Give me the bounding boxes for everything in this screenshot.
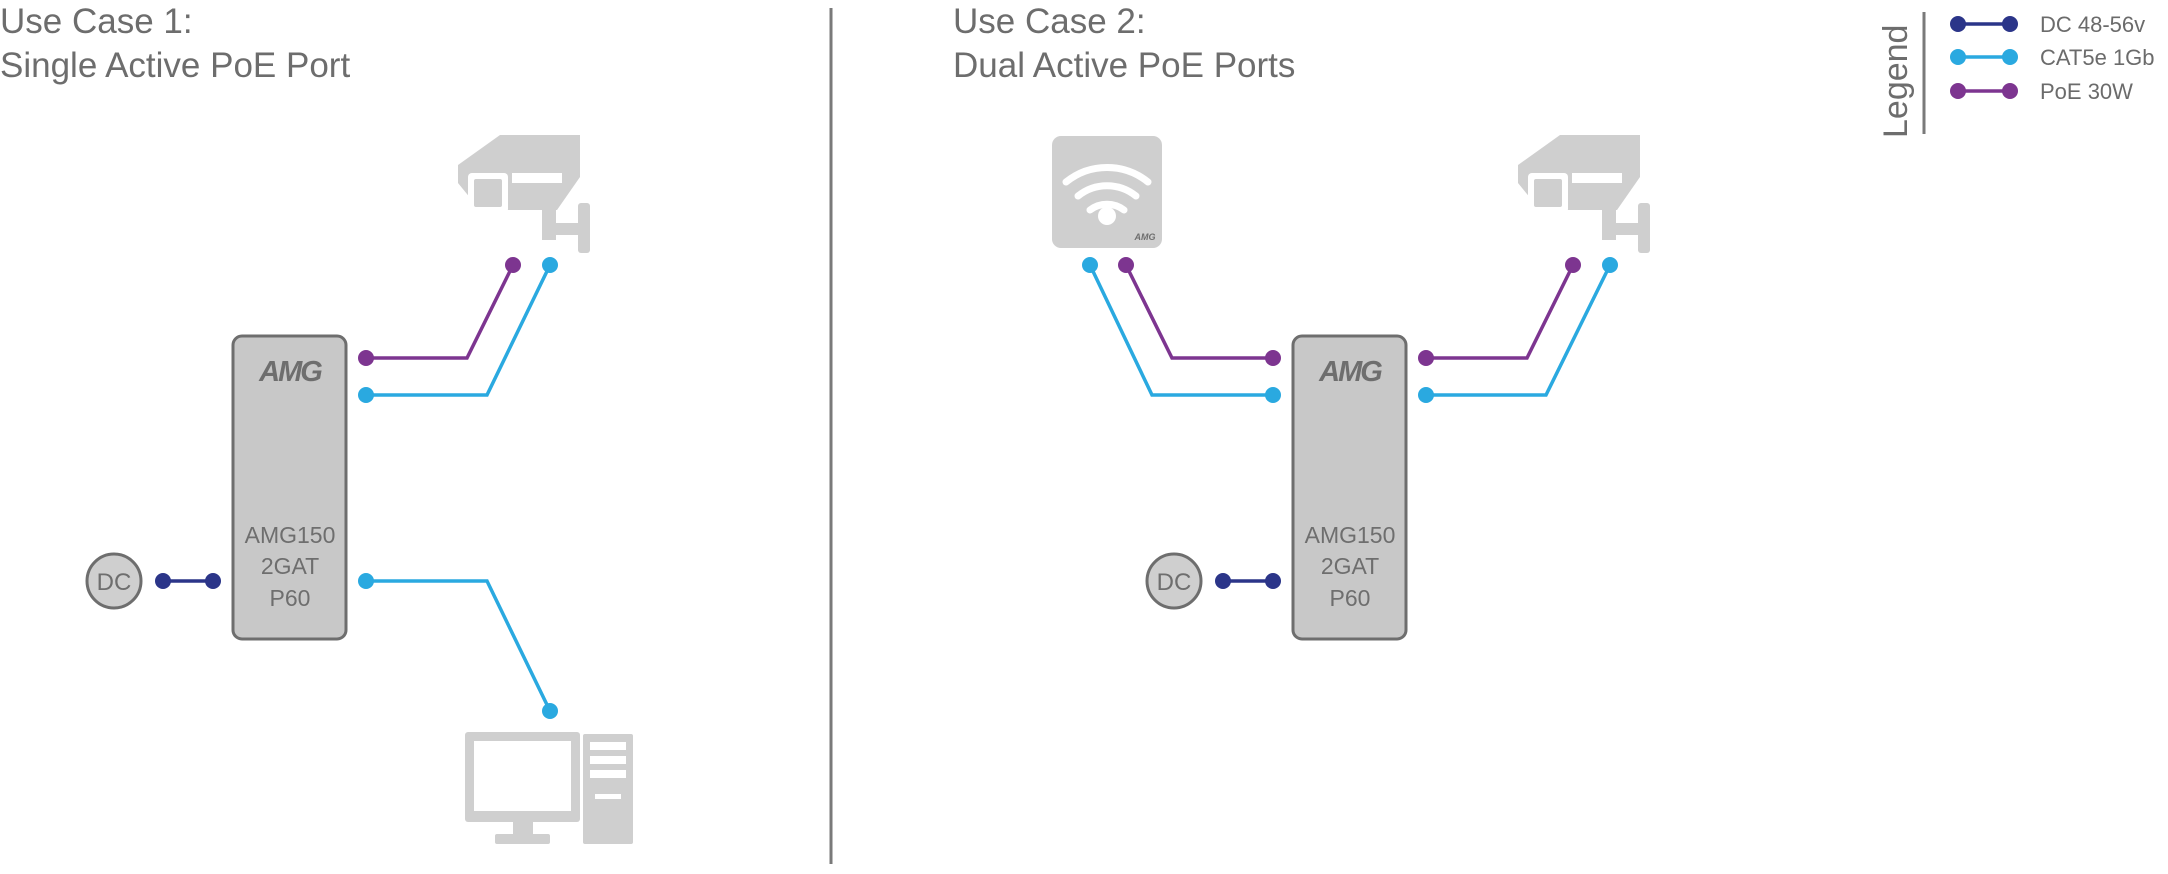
use-case-2-cables <box>1088 264 1612 583</box>
device-model-line2: 2GAT <box>1321 553 1379 579</box>
wifi-access-point-icon: AMG <box>1052 136 1162 248</box>
legend-item-cat5e: CAT5e 1Gb <box>1950 45 2155 70</box>
device-model-line3: P60 <box>270 585 311 611</box>
amg150-device: AMG AMG150 2GAT P60 <box>231 334 348 641</box>
device-model-line1: AMG150 <box>245 522 336 548</box>
ap-brand: AMG <box>1134 232 1156 242</box>
legend-item-poe: PoE 30W <box>1950 79 2133 104</box>
cat5e-cable <box>1426 264 1612 397</box>
legend-label-dc: DC 48-56v <box>2040 12 2145 37</box>
use-case-1-heading: Use Case 1: Single Active PoE Port <box>0 0 350 88</box>
cat5e-cable <box>366 579 552 712</box>
use-case-1-title: Use Case 1: <box>0 2 193 41</box>
use-case-2-heading: Use Case 2: Dual Active PoE Ports <box>953 0 1295 88</box>
desktop-computer-icon <box>465 732 633 844</box>
use-case-2-title: Use Case 2: <box>953 2 1146 41</box>
use-case-2-subtitle: Dual Active PoE Ports <box>953 46 1296 85</box>
poe-cable <box>366 264 515 360</box>
device-model-line2: 2GAT <box>261 553 319 579</box>
dc-power-source: DC <box>1145 552 1203 610</box>
poe-cable <box>1426 264 1575 360</box>
use-case-2-connectors <box>1082 257 1618 589</box>
use-case-1-cables <box>163 264 552 712</box>
poe-cable <box>1124 264 1273 360</box>
device-model-line1: AMG150 <box>1305 522 1396 548</box>
legend-label-cat5e: CAT5e 1Gb <box>2040 45 2155 70</box>
legend: Legend DC 48-56v CAT5e 1Gb PoE 30W <box>1877 12 2155 138</box>
cctv-camera-icon <box>1518 135 1650 253</box>
device-brand: AMG <box>1318 356 1382 388</box>
legend-title: Legend <box>1877 25 1915 138</box>
dc-power-source: DC <box>85 552 143 610</box>
use-case-1-subtitle: Single Active PoE Port <box>0 46 351 85</box>
amg150-device: AMG AMG150 2GAT P60 <box>1291 334 1408 641</box>
use-case-1-connectors <box>155 257 558 719</box>
cat5e-cable <box>366 264 552 397</box>
dc-label: DC <box>1157 569 1192 596</box>
dc-label: DC <box>97 569 132 596</box>
cat5e-cable <box>1088 264 1273 397</box>
legend-label-poe: PoE 30W <box>2040 79 2133 104</box>
device-model-line3: P60 <box>1330 585 1371 611</box>
device-brand: AMG <box>258 356 322 388</box>
cctv-camera-icon <box>458 135 590 253</box>
legend-item-dc: DC 48-56v <box>1950 12 2145 37</box>
